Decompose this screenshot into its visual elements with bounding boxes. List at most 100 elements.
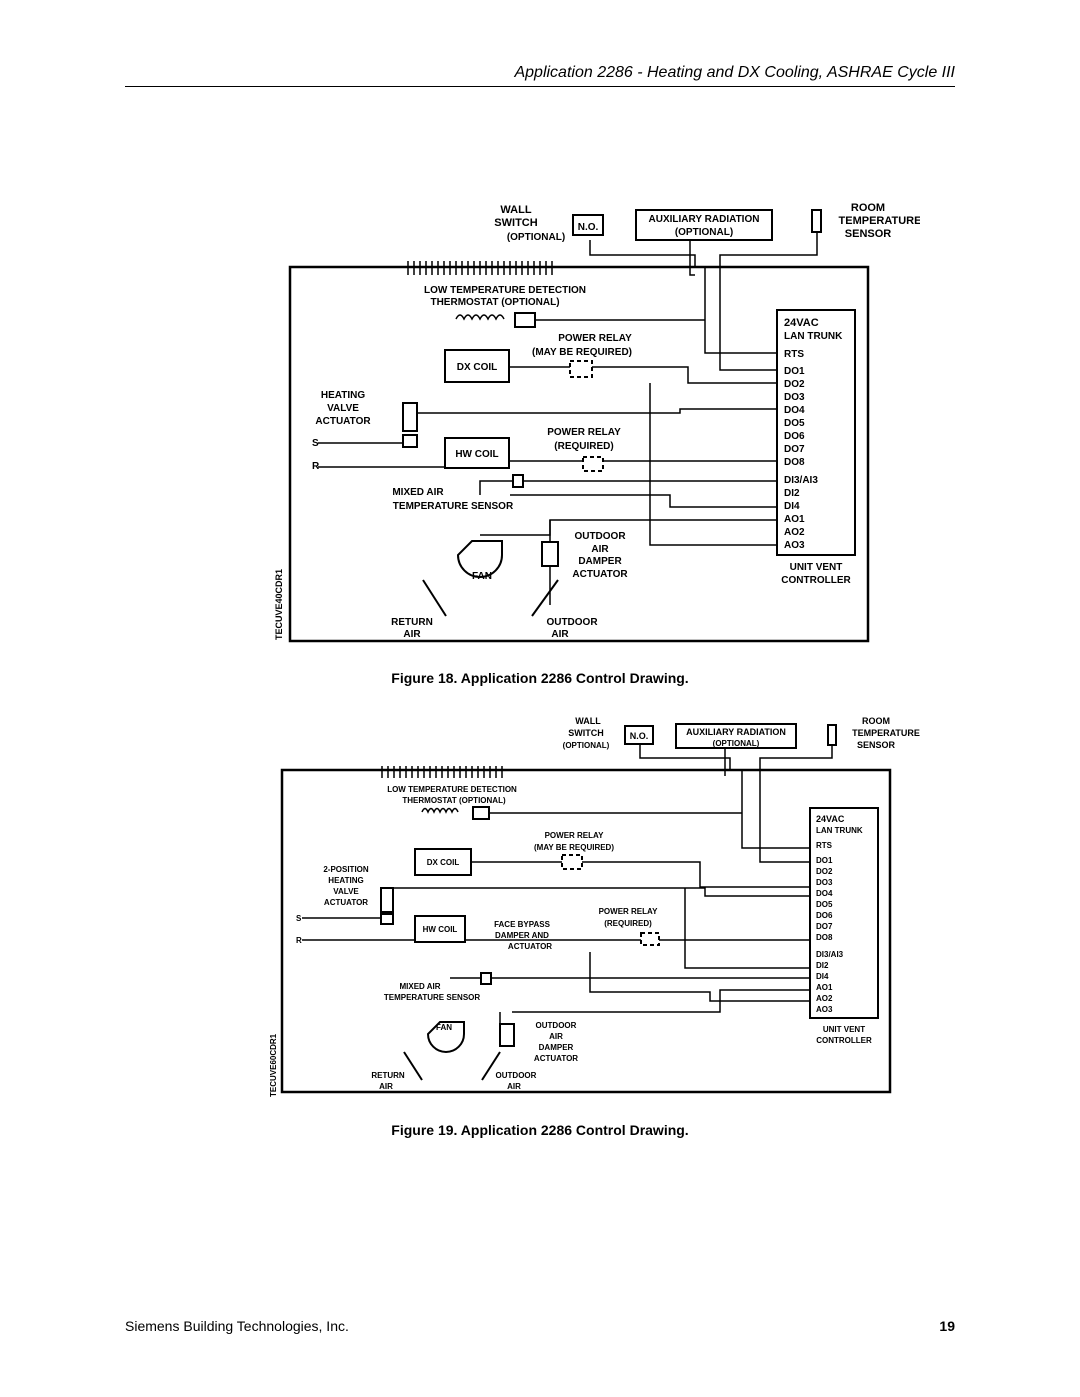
outdoor-air-damper-icon bbox=[481, 1051, 501, 1081]
svg-text:(REQUIRED): (REQUIRED) bbox=[604, 919, 652, 928]
wall-switch-box bbox=[572, 214, 604, 236]
svg-text:AIR: AIR bbox=[591, 544, 609, 555]
svg-text:S: S bbox=[312, 438, 319, 449]
svg-text:FAN: FAN bbox=[436, 1023, 452, 1032]
svg-text:(OPTIONAL): (OPTIONAL) bbox=[713, 739, 760, 748]
svg-text:LOW TEMPERATURE DETECTION: LOW TEMPERATURE DETECTION bbox=[387, 785, 517, 794]
footer-company: Siemens Building Technologies, Inc. bbox=[125, 1318, 349, 1334]
svg-text:POWER RELAY: POWER RELAY bbox=[545, 831, 604, 840]
hw-coil-box bbox=[414, 915, 466, 943]
thermostat-box bbox=[472, 806, 490, 820]
mixed-air-sensor-icon bbox=[512, 474, 524, 488]
svg-text:MIXED AIR: MIXED AIR bbox=[392, 487, 444, 498]
auxiliary-radiation-box bbox=[635, 209, 773, 241]
svg-text:ROOM: ROOM bbox=[862, 716, 890, 726]
valve-body-icon bbox=[380, 913, 394, 925]
unit-vent-controller-box bbox=[809, 807, 879, 1019]
svg-text:CONTROLLER: CONTROLLER bbox=[816, 1036, 872, 1045]
svg-text:DO1: DO1 bbox=[784, 366, 805, 377]
svg-text:AIR: AIR bbox=[551, 629, 569, 640]
svg-text:AO3: AO3 bbox=[816, 1005, 833, 1014]
svg-text:UNIT VENT: UNIT VENT bbox=[790, 562, 843, 573]
svg-text:THERMOSTAT (OPTIONAL): THERMOSTAT (OPTIONAL) bbox=[430, 297, 559, 308]
svg-text:OUTDOOR: OUTDOOR bbox=[496, 1071, 537, 1080]
svg-text:AIR: AIR bbox=[403, 629, 421, 640]
svg-text:FACE BYPASS: FACE BYPASS bbox=[494, 920, 551, 929]
svg-text:AIR: AIR bbox=[379, 1082, 393, 1091]
heating-valve-actuator-icon bbox=[402, 402, 418, 432]
svg-text:DO8: DO8 bbox=[816, 933, 833, 942]
svg-text:SENSOR: SENSOR bbox=[845, 228, 892, 240]
hw-coil-box bbox=[444, 437, 510, 469]
control-wiring bbox=[318, 232, 818, 605]
svg-text:R: R bbox=[296, 936, 302, 945]
svg-text:TEMPERATURE SENSOR: TEMPERATURE SENSOR bbox=[384, 993, 481, 1002]
svg-text:TEMPERATURE: TEMPERATURE bbox=[852, 728, 920, 738]
drawing-code: TECUVE40CDR1 bbox=[274, 569, 284, 640]
svg-text:DO7: DO7 bbox=[784, 444, 805, 455]
svg-text:ACTUATOR: ACTUATOR bbox=[324, 898, 368, 907]
svg-text:DO7: DO7 bbox=[816, 922, 833, 931]
svg-text:AO3: AO3 bbox=[784, 540, 805, 551]
svg-text:DI2: DI2 bbox=[816, 961, 829, 970]
svg-text:UNIT VENT: UNIT VENT bbox=[823, 1025, 865, 1034]
svg-text:AO1: AO1 bbox=[784, 514, 805, 525]
svg-text:DX COIL: DX COIL bbox=[427, 858, 460, 867]
power-relay-2-box bbox=[640, 932, 660, 946]
return-air-damper-icon bbox=[422, 579, 447, 617]
wall-switch-label: WALL bbox=[500, 204, 531, 216]
figure-18-caption: Figure 18. Application 2286 Control Draw… bbox=[391, 670, 689, 686]
svg-text:CONTROLLER: CONTROLLER bbox=[781, 575, 851, 586]
thermostat-capillary-icon bbox=[455, 314, 505, 321]
svg-text:24VAC: 24VAC bbox=[816, 814, 845, 824]
svg-text:RETURN: RETURN bbox=[391, 617, 433, 628]
svg-text:DI3/AI3: DI3/AI3 bbox=[784, 475, 818, 486]
svg-text:DAMPER AND: DAMPER AND bbox=[495, 931, 549, 940]
svg-text:DO4: DO4 bbox=[784, 405, 805, 416]
svg-text:N.O.: N.O. bbox=[578, 222, 599, 233]
svg-text:HW COIL: HW COIL bbox=[455, 449, 498, 460]
svg-text:AUXILIARY RADIATION: AUXILIARY RADIATION bbox=[686, 727, 786, 737]
svg-text:24VAC: 24VAC bbox=[784, 317, 819, 329]
low-temperature-detection-coil-icon bbox=[407, 261, 553, 275]
svg-text:ACTUATOR: ACTUATOR bbox=[534, 1054, 578, 1063]
fan-icon bbox=[426, 1021, 465, 1053]
svg-text:DI4: DI4 bbox=[816, 972, 829, 981]
terminal-labels: 24VAC LAN TRUNK RTS DO1 DO2 DO3 DO4 DO5 … bbox=[816, 814, 863, 1014]
svg-text:VALVE: VALVE bbox=[333, 887, 359, 896]
wall-switch-box bbox=[624, 725, 654, 745]
control-wiring bbox=[302, 744, 833, 1024]
ltd-thermostat-label: LOW TEMPERATURE DETECTION bbox=[424, 285, 586, 296]
svg-text:POWER RELAY: POWER RELAY bbox=[547, 427, 621, 438]
thermostat-box bbox=[514, 312, 536, 328]
figure-19-caption: Figure 19. Application 2286 Control Draw… bbox=[391, 1122, 689, 1138]
svg-text:ACTUATOR: ACTUATOR bbox=[508, 942, 552, 951]
room-temperature-sensor-icon bbox=[827, 724, 837, 746]
svg-text:HEATING: HEATING bbox=[321, 390, 365, 401]
outdoor-air-damper-actuator-icon bbox=[541, 541, 559, 567]
svg-text:DO2: DO2 bbox=[784, 379, 805, 390]
svg-text:LAN TRUNK: LAN TRUNK bbox=[816, 826, 863, 835]
svg-text:DO4: DO4 bbox=[816, 889, 833, 898]
svg-text:OUTDOOR: OUTDOOR bbox=[536, 1021, 577, 1030]
page-number: 19 bbox=[939, 1318, 955, 1334]
figure-18-control-drawing: WALL SWITCH (OPTIONAL) N.O. AUXILIARY RA… bbox=[274, 202, 920, 643]
svg-text:AO2: AO2 bbox=[816, 994, 833, 1003]
svg-text:DO5: DO5 bbox=[816, 900, 833, 909]
svg-text:OUTDOOR: OUTDOOR bbox=[546, 617, 598, 628]
svg-text:RTS: RTS bbox=[784, 349, 804, 360]
svg-text:TEMPERATURE: TEMPERATURE bbox=[839, 215, 920, 227]
room-sensor-label: ROOM bbox=[851, 202, 885, 214]
svg-text:FAN: FAN bbox=[472, 571, 492, 582]
drawing-code: TECUVE60CDR1 bbox=[269, 1033, 278, 1097]
svg-text:VALVE: VALVE bbox=[327, 403, 359, 414]
svg-text:DAMPER: DAMPER bbox=[578, 556, 622, 567]
svg-text:TEMPERATURE SENSOR: TEMPERATURE SENSOR bbox=[393, 501, 514, 512]
heating-valve-actuator-icon bbox=[380, 887, 394, 913]
svg-text:(REQUIRED): (REQUIRED) bbox=[554, 441, 613, 452]
svg-text:N.O.: N.O. bbox=[630, 731, 649, 741]
power-relay-1-box bbox=[561, 854, 583, 870]
diagram-frame bbox=[280, 768, 892, 1094]
fan-icon bbox=[456, 540, 503, 578]
svg-text:(OPTIONAL): (OPTIONAL) bbox=[563, 741, 610, 750]
